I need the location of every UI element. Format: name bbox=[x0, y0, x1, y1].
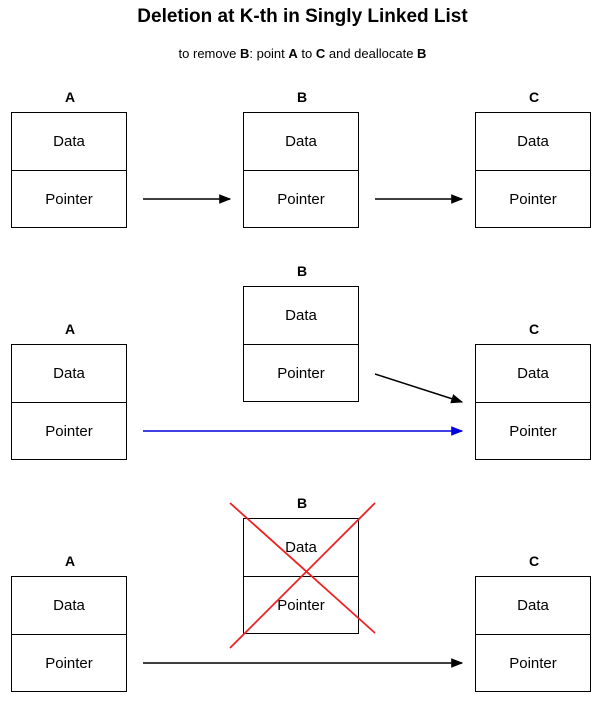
node-c-label: C bbox=[528, 321, 540, 337]
subtitle-b: B bbox=[239, 46, 250, 61]
node-c-data: Data bbox=[476, 577, 590, 635]
node-b-data: Data bbox=[244, 113, 358, 171]
node-a-data: Data bbox=[12, 577, 126, 635]
node-c-label: C bbox=[528, 553, 540, 569]
node-c-data: Data bbox=[476, 345, 590, 403]
node-c-label: C bbox=[528, 89, 540, 105]
node-c-data: Data bbox=[476, 113, 590, 171]
node-a: Data Pointer bbox=[11, 344, 127, 460]
node-b-pointer: Pointer bbox=[277, 597, 325, 614]
node-c-pointer: Pointer bbox=[509, 655, 557, 672]
node-c: Data Pointer bbox=[475, 576, 591, 692]
node-a-label: A bbox=[64, 553, 76, 569]
node-c: Data Pointer bbox=[475, 112, 591, 228]
subtitle-mid2: to bbox=[297, 46, 316, 61]
node-a-pointer: Pointer bbox=[45, 655, 93, 672]
subtitle-c: C bbox=[315, 46, 326, 61]
node-c-pointer: Pointer bbox=[509, 191, 557, 208]
node-b-label: B bbox=[296, 89, 308, 105]
subtitle-b-dealloc: B bbox=[417, 46, 427, 61]
node-a-data: Data bbox=[12, 345, 126, 403]
node-a: Data Pointer bbox=[11, 576, 127, 692]
node-b-label: B bbox=[296, 495, 308, 511]
node-a: Data Pointer bbox=[11, 112, 127, 228]
node-a-data: Data bbox=[12, 113, 126, 171]
node-a-label: A bbox=[64, 321, 76, 337]
diagram-subtitle: to remove B: point A to C and deallocate… bbox=[0, 46, 605, 61]
node-b-pointer: Pointer bbox=[277, 191, 325, 208]
diagram-title: Deletion at K-th in Singly Linked List bbox=[137, 6, 468, 27]
node-c: Data Pointer bbox=[475, 344, 591, 460]
node-a-pointer: Pointer bbox=[45, 191, 93, 208]
node-b: Data Pointer bbox=[243, 286, 359, 402]
subtitle-mid3: and deallocate bbox=[325, 46, 418, 61]
node-b-label: B bbox=[296, 263, 308, 279]
node-b-data: Data bbox=[244, 519, 358, 577]
node-b-pointer: Pointer bbox=[277, 365, 325, 382]
subtitle-a: A bbox=[288, 46, 298, 61]
arrow-b-to-c bbox=[374, 373, 464, 404]
node-b-deleted: Data Pointer bbox=[243, 518, 359, 634]
node-a-label: A bbox=[64, 89, 76, 105]
node-a-pointer: Pointer bbox=[45, 423, 93, 440]
subtitle-pre: to remove bbox=[178, 46, 240, 61]
node-c-pointer: Pointer bbox=[509, 423, 557, 440]
subtitle-mid1: : point bbox=[249, 46, 289, 61]
node-b-data: Data bbox=[244, 287, 358, 345]
node-b: Data Pointer bbox=[243, 112, 359, 228]
